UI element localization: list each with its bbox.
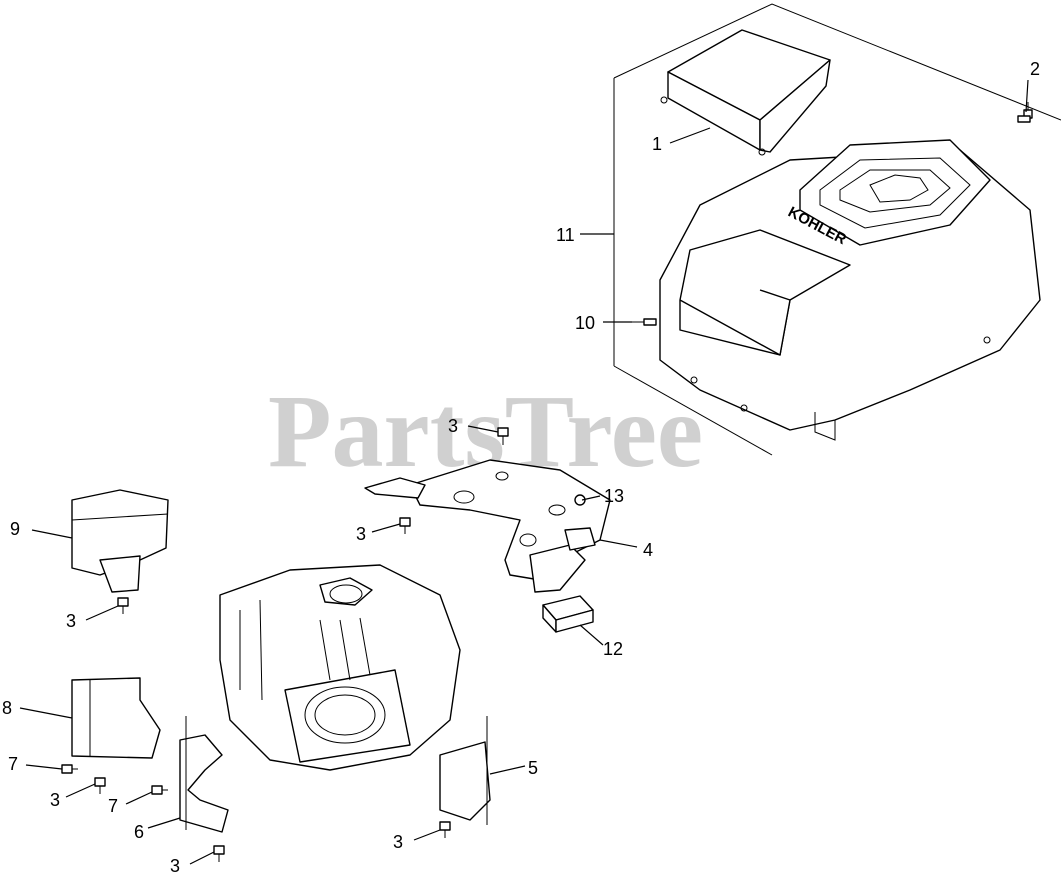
callout-3[interactable]: 3 (356, 524, 366, 544)
callout-10[interactable]: 10 (575, 313, 595, 333)
part-4-baffle[interactable] (364, 459, 611, 593)
engine-block (219, 564, 461, 771)
callout-7[interactable]: 7 (8, 754, 18, 774)
part-2-screw[interactable] (1017, 102, 1033, 123)
callout-3[interactable]: 3 (448, 416, 458, 436)
callout-4[interactable]: 4 (643, 540, 653, 560)
callout-7[interactable]: 7 (108, 796, 118, 816)
part-1-intake-cover[interactable] (660, 29, 831, 156)
callout-13[interactable]: 13 (604, 486, 624, 506)
part-10-screw[interactable] (632, 318, 657, 326)
callout-11[interactable]: 11 (556, 225, 575, 245)
callout-3[interactable]: 3 (170, 856, 180, 876)
screw-3d (94, 777, 106, 794)
part-7-screws[interactable] (61, 764, 168, 795)
part-13-nut[interactable] (574, 494, 586, 506)
part-12-module[interactable] (542, 595, 594, 633)
part-6-bracket[interactable] (179, 716, 229, 833)
callout-5[interactable]: 5 (528, 758, 538, 778)
callout-6[interactable]: 6 (134, 822, 144, 842)
callout-1[interactable]: 1 (652, 134, 662, 154)
callout-12[interactable]: 12 (603, 639, 623, 659)
screw-3f (439, 821, 451, 838)
screw-3c (117, 597, 129, 614)
part-11-blower-housing[interactable]: KOHLER (659, 139, 1041, 441)
callouts: 1 2 3 3 3 3 3 3 4 5 6 7 7 8 9 10 11 12 1… (2, 59, 1040, 876)
callout-9[interactable]: 9 (10, 519, 20, 539)
callout-2[interactable]: 2 (1030, 59, 1040, 79)
screw-7a (61, 764, 78, 774)
kit-boundary (613, 3, 1061, 456)
part-3-screws[interactable] (94, 427, 509, 862)
callout-8[interactable]: 8 (2, 698, 12, 718)
callout-3[interactable]: 3 (50, 790, 60, 810)
leader-lines (19, 79, 1029, 865)
callout-3[interactable]: 3 (393, 832, 403, 852)
screw-3b (399, 517, 411, 534)
part-8-side-shroud[interactable] (71, 677, 161, 759)
part-9-shroud[interactable] (71, 489, 169, 593)
part-5-bracket[interactable] (439, 716, 491, 825)
callout-3[interactable]: 3 (66, 611, 76, 631)
screw-3e (213, 845, 225, 862)
screw-7b (151, 785, 168, 795)
